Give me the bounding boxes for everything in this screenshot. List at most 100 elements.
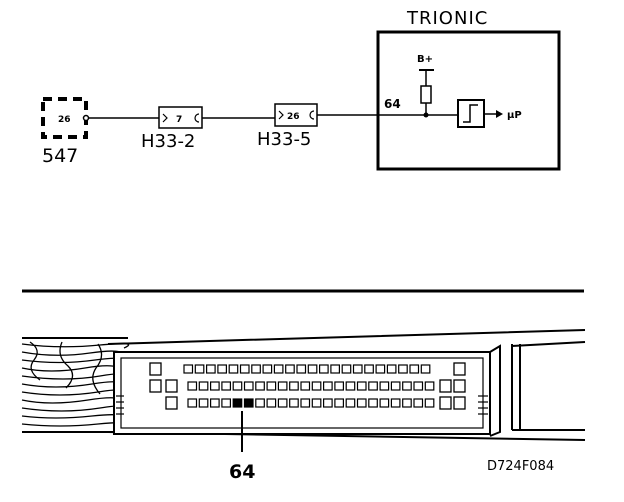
pin-cavity — [413, 398, 424, 408]
ecu-title: TRIONIC — [406, 8, 488, 29]
pin-cavity — [334, 381, 344, 391]
ecu-output-label: μP — [507, 110, 522, 121]
pin-cavity-large — [149, 379, 162, 393]
pin-cavity — [300, 381, 311, 391]
pin-cavity — [262, 364, 273, 374]
pin-cavity — [217, 364, 227, 374]
connector-face-inner — [120, 357, 484, 429]
pin-cavity — [390, 398, 401, 408]
wire-bundle — [21, 341, 130, 429]
ecu-trionic: TRIONIC 64 B+ μP — [376, 8, 561, 171]
pin-cavity — [210, 398, 220, 408]
pin-cavity — [319, 364, 329, 374]
pin-cavity — [311, 398, 322, 408]
pin-cavity — [277, 398, 288, 408]
pin-cavity — [228, 364, 239, 374]
pin-cavity — [187, 398, 198, 408]
pin-cavity-large — [439, 396, 452, 410]
pin-grid — [149, 362, 466, 410]
pull-up-resistor — [420, 85, 432, 104]
connector-h33-2-male-icon — [162, 113, 168, 123]
connector-h33-5-female-icon — [309, 110, 315, 120]
connector-h33-5-pin: 26 — [287, 112, 300, 122]
pin-cavity — [307, 364, 318, 374]
pin-cavity — [323, 398, 333, 408]
component-547-label: 547 — [42, 145, 78, 167]
figure-code: D724F084 — [487, 459, 554, 474]
locking-lever — [489, 344, 501, 437]
pin-cavity-large — [453, 396, 466, 410]
pin-cavity — [251, 364, 261, 374]
pin-cavity — [334, 398, 344, 408]
pin-cavity — [311, 381, 322, 391]
pin-cavity — [239, 364, 250, 374]
pin-64-cavity — [232, 398, 243, 408]
connector-h33-2: 7 H33-2 — [141, 106, 203, 152]
pin-cavity-large — [165, 379, 178, 393]
pin-cavity — [255, 398, 265, 408]
pin-cavity — [356, 398, 367, 408]
pin-cavity — [323, 381, 333, 391]
pin-cavity-large — [165, 396, 178, 410]
pin-cavity — [345, 381, 356, 391]
pin-cavity — [232, 381, 243, 391]
pin-cavity — [398, 364, 408, 374]
pin-cavity-large — [439, 379, 452, 393]
arrow-right-icon — [496, 110, 503, 118]
pin-cavity — [221, 398, 231, 408]
pin-cavity-large — [453, 379, 466, 393]
ecu-box — [376, 30, 561, 171]
pin-cavity — [379, 381, 390, 391]
schmitt-trigger-symbol — [463, 104, 478, 123]
pin-cavity — [183, 364, 194, 374]
pin-cavity — [221, 381, 231, 391]
connector-h33-5-label: H33-5 — [257, 129, 311, 150]
pin-64-cavity — [243, 398, 254, 408]
pin-cavity-large — [149, 362, 162, 376]
pin-cavity-large — [453, 362, 466, 376]
latch-ribs-right — [478, 395, 488, 415]
pin-cavity — [390, 381, 401, 391]
connector-face — [113, 351, 491, 435]
pin-cavity — [273, 364, 284, 374]
pin-cavity — [300, 398, 311, 408]
pin-cavity — [368, 381, 378, 391]
pin-cavity — [210, 381, 220, 391]
pin-cavity — [413, 381, 424, 391]
pin-cavity — [341, 364, 352, 374]
connector-h33-2-pin: 7 — [176, 115, 182, 125]
pin-cavity — [255, 381, 265, 391]
pin-cavity — [243, 381, 254, 391]
pin-cavity — [352, 364, 363, 374]
connector-h33-2-female-icon — [194, 113, 200, 123]
pin-cavity — [289, 398, 299, 408]
pin-cavity — [375, 364, 386, 374]
pin-cavity — [296, 364, 307, 374]
pin-cavity — [424, 381, 435, 391]
component-547: 26 547 — [41, 97, 90, 167]
pin-cavity — [379, 398, 390, 408]
pin-cavity — [420, 364, 431, 374]
pin-cavity — [368, 398, 378, 408]
pin-cavity — [345, 398, 356, 408]
lever-rails — [511, 344, 521, 430]
component-547-pin: 26 — [58, 115, 71, 125]
pin-cavity — [285, 364, 295, 374]
pin-cavity — [194, 364, 205, 374]
pin-cavity — [409, 364, 420, 374]
pin-callout-label: 64 — [229, 461, 255, 483]
pin-cavity — [402, 398, 412, 408]
ecu-connector-plug: 64 — [21, 329, 586, 483]
component-547-terminal — [82, 114, 90, 122]
ecu-supply-label: B+ — [417, 54, 433, 65]
pin-cavity — [330, 364, 340, 374]
pin-cavity — [266, 381, 277, 391]
lever-top-edge — [511, 341, 586, 347]
pin-cavity — [424, 398, 435, 408]
connector-h33-5: 26 H33-5 — [257, 103, 318, 150]
connector-h33-5-male-icon — [278, 110, 284, 120]
pin-cavity — [356, 381, 367, 391]
connector-h33-2-label: H33-2 — [141, 131, 195, 152]
pin-cavity — [206, 364, 216, 374]
